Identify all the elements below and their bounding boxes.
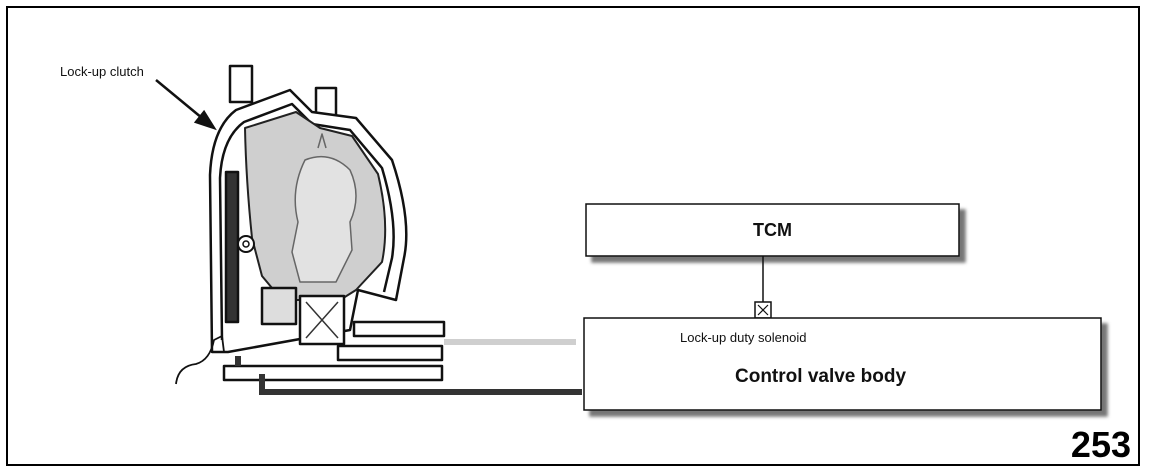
lockup-clutch-label: Lock-up clutch: [60, 64, 144, 79]
bolt-left: [228, 64, 254, 104]
lockup-plate: [224, 170, 240, 324]
tcm-box: [585, 203, 960, 257]
shaft-middle: [336, 344, 444, 362]
dark-fluid-line: [235, 356, 582, 395]
shaft-lower: [222, 364, 444, 382]
control-valve-body-box: [583, 317, 1102, 411]
callout-arrow: [155, 79, 217, 131]
shaft-upper: [352, 320, 446, 338]
control-valve-body-label: Control valve body: [735, 366, 907, 387]
page-frame: [6, 6, 1140, 466]
tcm-label: TCM: [753, 219, 792, 240]
torque-converter-illustration: [175, 64, 446, 385]
solenoid-icon: [754, 301, 772, 319]
page-number: 253: [1070, 424, 1131, 465]
solenoid-label: Lock-up duty solenoid: [680, 330, 807, 345]
